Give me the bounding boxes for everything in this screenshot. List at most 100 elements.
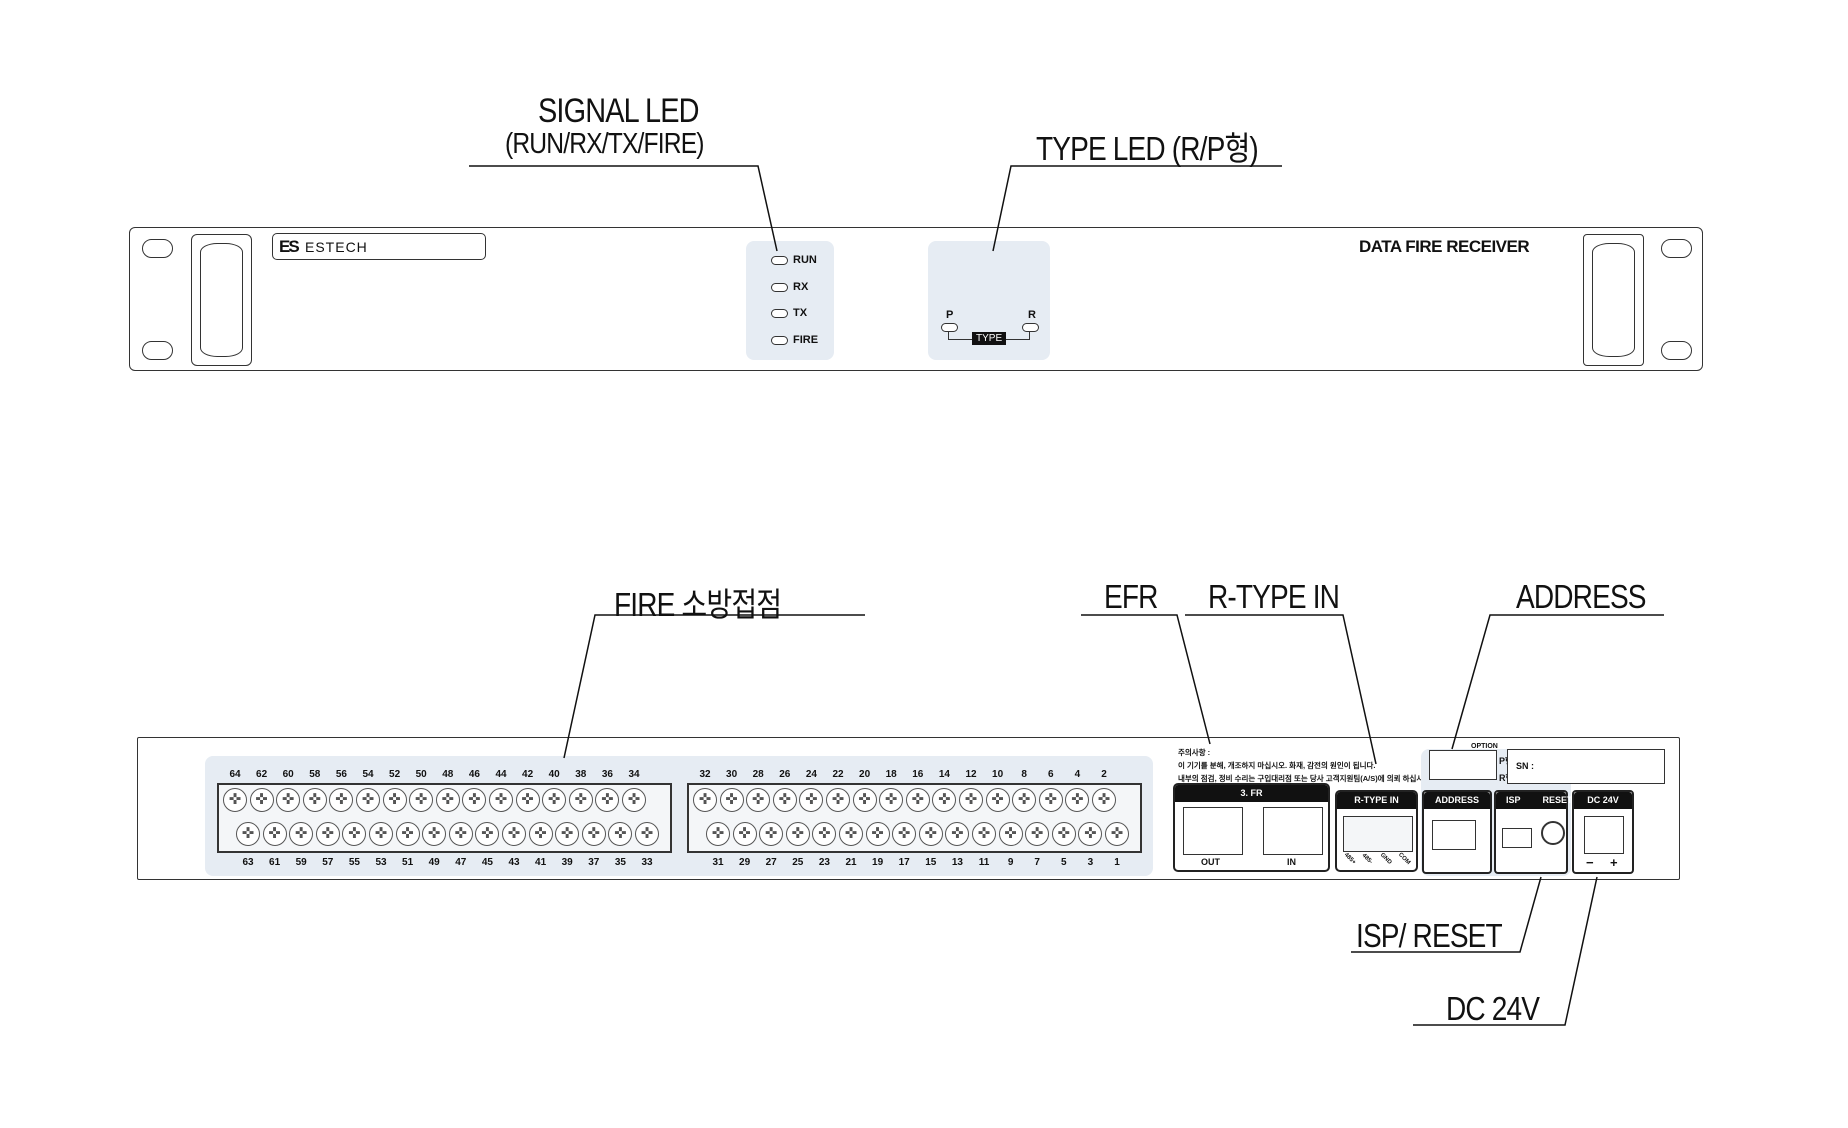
terminal-screw[interactable]: ✜ bbox=[435, 788, 460, 812]
terminal-screw[interactable]: ✜ bbox=[945, 822, 970, 846]
mount-hole bbox=[142, 239, 173, 258]
type-led-area: P R TYPE bbox=[928, 241, 1050, 360]
terminal-screw[interactable]: ✜ bbox=[356, 788, 380, 812]
terminal-screw[interactable]: ✜ bbox=[302, 788, 327, 812]
terminal-screw[interactable]: ✜ bbox=[812, 822, 837, 846]
terminal-screw[interactable]: ✜ bbox=[865, 822, 890, 846]
rack-handle-right[interactable] bbox=[1583, 234, 1644, 366]
led-rx bbox=[771, 283, 788, 292]
terminal-screw[interactable]: ✜ bbox=[315, 822, 340, 846]
terminal-screw[interactable]: ✜ bbox=[249, 788, 274, 812]
terminal-number: 48 bbox=[442, 769, 454, 780]
terminal-number: 20 bbox=[859, 769, 871, 780]
address-dip-switch[interactable] bbox=[1432, 820, 1476, 850]
reset-button[interactable] bbox=[1541, 821, 1565, 845]
callout-address: ADDRESS bbox=[1516, 578, 1647, 615]
isp-header-pins[interactable] bbox=[1502, 828, 1532, 848]
terminal-screw[interactable]: ✜ bbox=[932, 788, 957, 812]
terminal-screw[interactable]: ✜ bbox=[595, 788, 620, 812]
terminal-screw[interactable]: ✜ bbox=[826, 788, 850, 812]
terminal-screw[interactable]: ✜ bbox=[719, 788, 744, 812]
terminal-screw[interactable]: ✜ bbox=[1065, 788, 1090, 812]
terminal-screw[interactable]: ✜ bbox=[1105, 822, 1129, 846]
terminal-screw[interactable]: ✜ bbox=[236, 822, 260, 846]
terminal-screw[interactable]: ✜ bbox=[1092, 788, 1116, 812]
terminal-number: 41 bbox=[535, 857, 547, 868]
rj45-in-port[interactable] bbox=[1263, 807, 1323, 855]
terminal-screw[interactable]: ✜ bbox=[462, 788, 487, 812]
terminal-screw[interactable]: ✜ bbox=[409, 788, 434, 812]
terminal-screw[interactable]: ✜ bbox=[528, 822, 553, 846]
terminal-screw[interactable]: ✜ bbox=[329, 788, 354, 812]
terminal-screw[interactable]: ✜ bbox=[342, 822, 367, 846]
terminal-screw[interactable]: ✜ bbox=[515, 788, 540, 812]
dc-plus: + bbox=[1610, 855, 1618, 870]
terminal-screw[interactable]: ✜ bbox=[879, 788, 904, 812]
terminal-screw[interactable]: ✜ bbox=[289, 822, 314, 846]
terminal-screw[interactable]: ✜ bbox=[622, 788, 646, 812]
terminal-screw[interactable]: ✜ bbox=[746, 788, 771, 812]
rtype-in-box: R-TYPE IN 485+ 485- GND COM bbox=[1335, 790, 1418, 872]
led-label: RX bbox=[793, 281, 809, 293]
terminal-screw[interactable]: ✜ bbox=[706, 822, 730, 846]
terminal-number: 32 bbox=[699, 769, 711, 780]
terminal-screw[interactable]: ✜ bbox=[1038, 788, 1063, 812]
terminal-screw[interactable]: ✜ bbox=[555, 822, 580, 846]
terminal-screw[interactable]: ✜ bbox=[568, 788, 593, 812]
terminal-screw[interactable]: ✜ bbox=[223, 788, 247, 812]
terminal-screw[interactable]: ✜ bbox=[892, 822, 917, 846]
rtype-connector[interactable] bbox=[1343, 816, 1413, 852]
rack-handle-left[interactable] bbox=[191, 234, 252, 366]
terminal-screw[interactable]: ✜ bbox=[759, 822, 784, 846]
terminal-screw[interactable]: ✜ bbox=[998, 822, 1023, 846]
dc-power-connector[interactable] bbox=[1584, 816, 1624, 854]
terminal-screw[interactable]: ✜ bbox=[395, 822, 420, 846]
terminal-screw[interactable]: ✜ bbox=[475, 822, 500, 846]
terminal-screw[interactable]: ✜ bbox=[693, 788, 717, 812]
terminal-screw[interactable]: ✜ bbox=[422, 822, 447, 846]
terminal-screw[interactable]: ✜ bbox=[785, 822, 810, 846]
terminal-screw[interactable]: ✜ bbox=[959, 788, 983, 812]
terminal-number: 22 bbox=[832, 769, 844, 780]
terminal-screw[interactable]: ✜ bbox=[1025, 822, 1050, 846]
terminal-number: 45 bbox=[481, 857, 493, 868]
rj45-out-port[interactable] bbox=[1183, 807, 1243, 855]
terminal-screw[interactable]: ✜ bbox=[369, 822, 393, 846]
terminal-screw[interactable]: ✜ bbox=[635, 822, 659, 846]
terminal-screw[interactable]: ✜ bbox=[732, 822, 757, 846]
terminal-screw[interactable]: ✜ bbox=[276, 788, 301, 812]
product-name: DATA FIRE RECEIVER bbox=[1359, 237, 1530, 256]
leader-dc24v bbox=[1413, 876, 1598, 1026]
terminal-screw[interactable]: ✜ bbox=[905, 788, 930, 812]
terminal-screw[interactable]: ✜ bbox=[542, 788, 567, 812]
terminal-screw[interactable]: ✜ bbox=[448, 822, 473, 846]
type-p-label: P bbox=[946, 309, 954, 321]
terminal-number: 39 bbox=[561, 857, 573, 868]
terminal-screw[interactable]: ✜ bbox=[502, 822, 526, 846]
terminal-screw[interactable]: ✜ bbox=[985, 788, 1010, 812]
terminal-number: 19 bbox=[872, 857, 884, 868]
terminal-number: 6 bbox=[1048, 769, 1054, 780]
led-type-r bbox=[1022, 323, 1039, 332]
terminal-number: 55 bbox=[348, 857, 360, 868]
terminal-screw[interactable]: ✜ bbox=[382, 788, 407, 812]
terminal-screw[interactable]: ✜ bbox=[1078, 822, 1103, 846]
terminal-screw[interactable]: ✜ bbox=[852, 788, 877, 812]
terminal-screw[interactable]: ✜ bbox=[839, 822, 863, 846]
terminal-screw[interactable]: ✜ bbox=[581, 822, 606, 846]
led-fire bbox=[771, 336, 788, 345]
terminal-screw[interactable]: ✜ bbox=[262, 822, 287, 846]
terminal-screw[interactable]: ✜ bbox=[1051, 822, 1076, 846]
terminal-screw[interactable]: ✜ bbox=[772, 788, 797, 812]
leader-fire bbox=[563, 614, 865, 759]
terminal-screw[interactable]: ✜ bbox=[608, 822, 633, 846]
leader-type-led bbox=[992, 165, 1282, 252]
terminal-screw[interactable]: ✜ bbox=[489, 788, 513, 812]
terminal-screw[interactable]: ✜ bbox=[1012, 788, 1037, 812]
terminal-number: 46 bbox=[468, 769, 480, 780]
terminal-screw[interactable]: ✜ bbox=[918, 822, 943, 846]
signal-led-area: RUN RX TX FIRE bbox=[746, 241, 834, 360]
terminal-screw[interactable]: ✜ bbox=[972, 822, 996, 846]
option-dip-switch[interactable] bbox=[1429, 750, 1497, 780]
terminal-screw[interactable]: ✜ bbox=[799, 788, 824, 812]
